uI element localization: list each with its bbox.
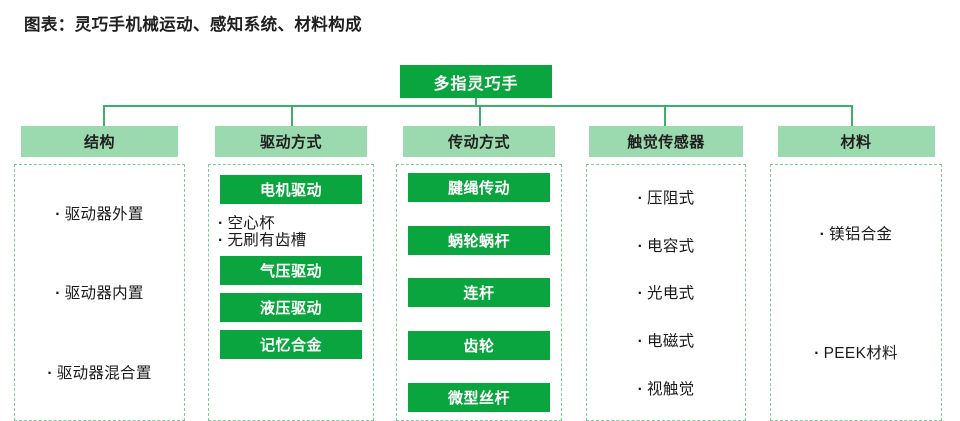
column-body-transmission: 腱绳传动 蜗轮蜗杆 连杆 齿轮 微型丝杆 — [396, 164, 562, 421]
list-item: 视触觉 — [638, 377, 695, 399]
connector-drop-actuation — [291, 105, 293, 126]
list-item: 驱动器外置 — [55, 202, 144, 224]
chip-shape-memory-alloy: 记忆合金 — [220, 329, 362, 359]
chip-gear: 齿轮 — [408, 330, 550, 360]
column-header-actuation: 驱动方式 — [215, 126, 367, 157]
column-body-structure: 驱动器外置 驱动器内置 驱动器混合置 — [14, 164, 185, 421]
chip-pneumatic-drive: 气压驱动 — [220, 255, 362, 285]
chip-motor-drive: 电机驱动 — [220, 175, 362, 204]
list-item: 光电式 — [638, 281, 695, 303]
list-item: 驱动器混合置 — [47, 361, 152, 383]
column-tactile-sensor: 触觉传感器 压阻式 电容式 光电式 电磁式 视触觉 — [586, 126, 746, 421]
root-node-multi-finger-dexterous-hand: 多指灵巧手 — [400, 65, 552, 98]
connector-drop-transmission — [479, 105, 481, 126]
column-header-tactile-sensor: 触觉传感器 — [589, 126, 743, 157]
column-header-transmission: 传动方式 — [403, 126, 555, 157]
connector-drop-tactile-sensor — [664, 105, 666, 126]
column-transmission: 传动方式 腱绳传动 蜗轮蜗杆 连杆 齿轮 微型丝杆 — [396, 126, 562, 421]
chip-tendon-drive: 腱绳传动 — [408, 173, 550, 202]
chip-hydraulic-drive: 液压驱动 — [220, 292, 362, 322]
list-item: 无刷有齿槽 — [218, 232, 366, 249]
list-item: 电磁式 — [638, 329, 695, 351]
column-body-actuation: 电机驱动 空心杯 无刷有齿槽 气压驱动 液压驱动 记忆合金 — [208, 164, 374, 421]
column-actuation: 驱动方式 电机驱动 空心杯 无刷有齿槽 气压驱动 液压驱动 记忆合金 — [208, 126, 374, 421]
column-body-tactile-sensor: 压阻式 电容式 光电式 电磁式 视触觉 — [586, 164, 746, 421]
column-material: 材料 镁铝合金 PEEK材料 — [770, 126, 942, 421]
connector-drop-structure — [103, 105, 105, 126]
sub-bullet-group-motor-types: 空心杯 无刷有齿槽 — [218, 215, 366, 250]
chip-micro-lead-screw: 微型丝杆 — [408, 383, 550, 412]
connector-root-stem — [475, 98, 477, 106]
list-item: 压阻式 — [638, 186, 695, 208]
chip-linkage: 连杆 — [408, 278, 550, 307]
column-header-structure: 结构 — [21, 126, 178, 157]
list-item: PEEK材料 — [814, 341, 898, 363]
column-structure: 结构 驱动器外置 驱动器内置 驱动器混合置 — [14, 126, 185, 421]
connector-horizontal-bus — [103, 105, 852, 107]
list-item: 镁铝合金 — [820, 222, 893, 244]
page-title: 图表：灵巧手机械运动、感知系统、材料构成 — [24, 16, 362, 34]
column-header-material: 材料 — [777, 126, 935, 157]
chip-worm-gear: 蜗轮蜗杆 — [408, 225, 550, 255]
list-item: 驱动器内置 — [55, 281, 144, 303]
column-body-material: 镁铝合金 PEEK材料 — [770, 164, 942, 421]
list-item: 空心杯 — [218, 215, 366, 232]
list-item: 电容式 — [638, 234, 695, 256]
connector-drop-material — [851, 105, 853, 126]
